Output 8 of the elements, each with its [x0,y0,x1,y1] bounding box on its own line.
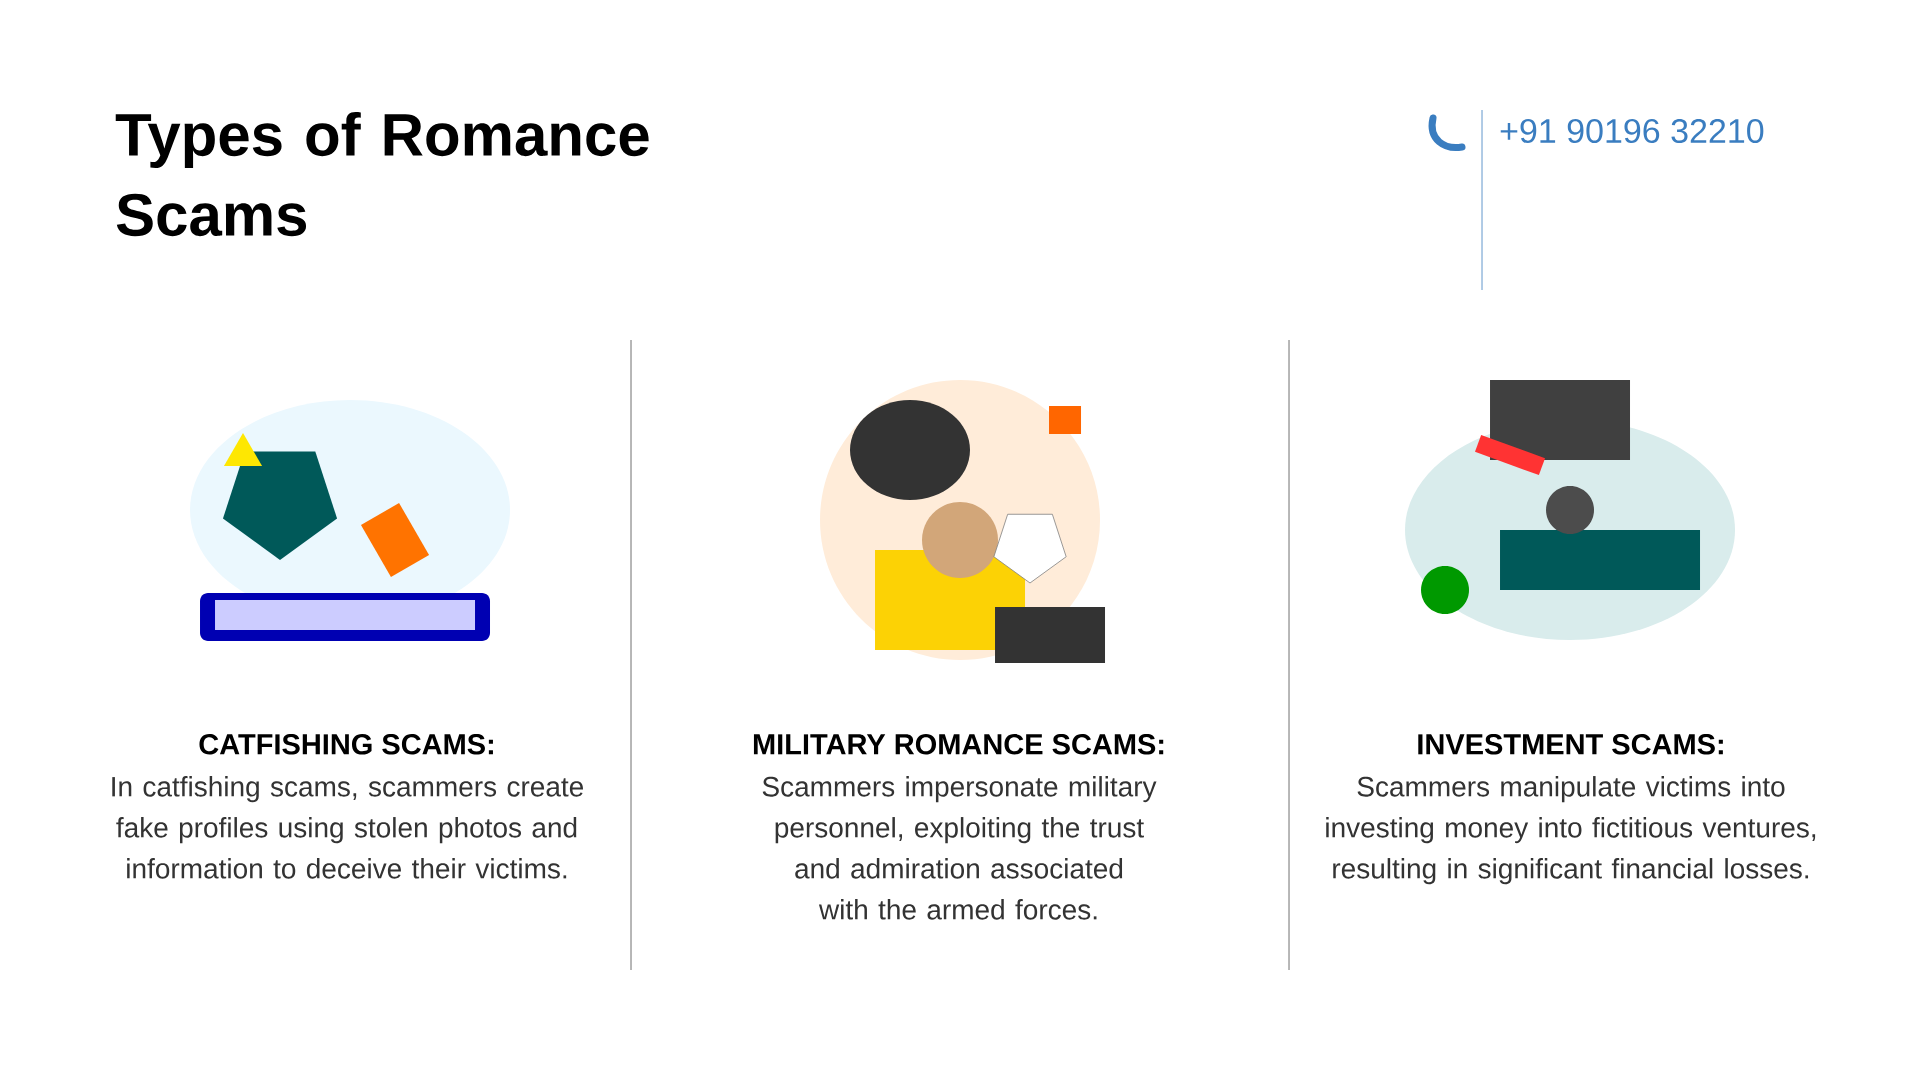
section-heading: INVESTMENT SCAMS: [1418,734,1723,755]
section-heading: MILITARY ROMANCE SCAMS: [753,734,1164,755]
description-text: In catfishing scams, scammers create fake profiles using stolen photos and information to deceive their victims. [112,776,584,879]
section-heading: CATFISHING SCAMS: [199,734,493,755]
title: Types of Romance Scams [115,112,649,237]
phone-number: +91 90196 32210 [1500,118,1764,144]
description-text: Scammers manipulate victims into investing money into fictitious ventures, resulting in significant financial losses. [1326,776,1816,885]
description-text: Scammers impersonate military personnel, exploiting the trust and admiration associated with the armed forces. [762,776,1157,920]
